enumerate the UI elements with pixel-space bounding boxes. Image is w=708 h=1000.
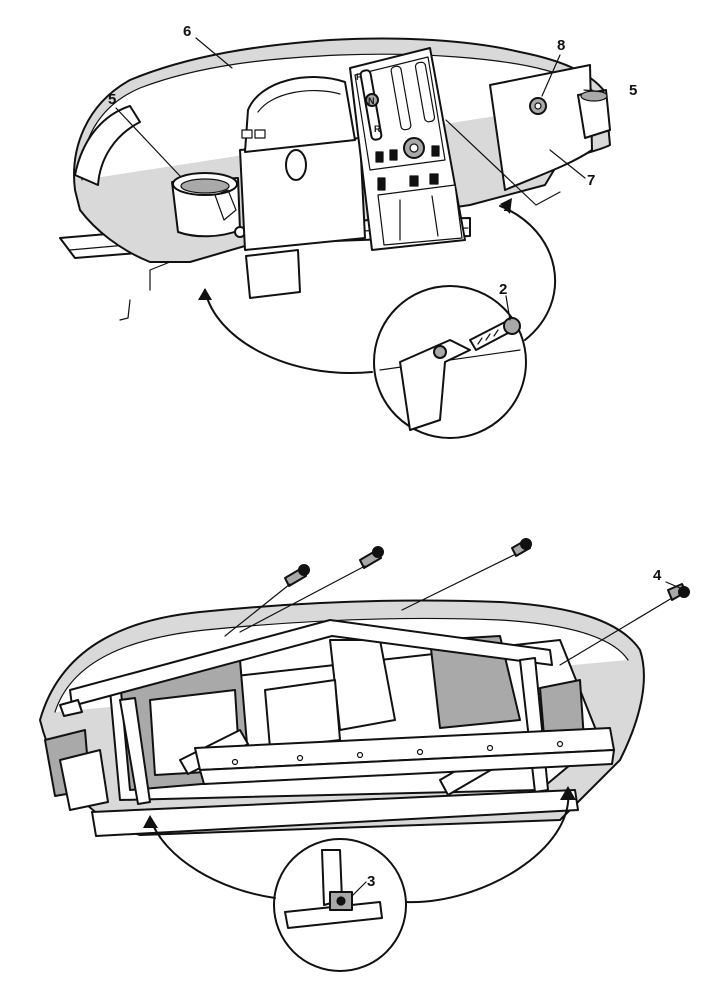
detail-arrow-right: [499, 205, 557, 341]
callout-3-leader: [351, 881, 367, 897]
cluster-indicator-1: [241, 129, 253, 139]
shifter-knob-icon: [365, 93, 379, 107]
shift-reverse-label: R: [374, 124, 381, 134]
switch-c: [431, 145, 440, 157]
underside-screw-2-icon: [359, 546, 384, 569]
slider-slot-1: [390, 65, 412, 131]
detail-arrow-right-head: [500, 198, 512, 214]
glove-box-door: [489, 64, 593, 191]
dash-left-cap: [74, 105, 141, 186]
cup-holder-right: [577, 89, 611, 139]
instrument-cluster: [239, 76, 366, 251]
cup-holder-left: [171, 172, 246, 238]
detail-arrow-bottom-right: [405, 789, 570, 904]
interior-box-right: [429, 635, 521, 729]
detail-3-nut-hole: [336, 896, 346, 906]
detail-2-hole: [433, 345, 447, 359]
cluster-indicator-2: [254, 129, 266, 139]
cross-beam-holes: [231, 740, 564, 766]
switch-d: [377, 177, 386, 191]
bottom-left-bracket: [59, 749, 109, 811]
leader-lines-top: [115, 37, 605, 321]
frame-leg-1: [119, 697, 151, 805]
detail-2-screw-icon: [469, 317, 521, 351]
callout-5-right: 5: [629, 82, 637, 99]
callout-5-left: 5: [108, 91, 116, 108]
callout-7: 7: [587, 172, 595, 189]
detail-view-2: [373, 285, 527, 439]
shift-neutral-label: N: [368, 96, 375, 106]
cross-beam-main-underside: [199, 749, 615, 785]
dash-front-assembly: F N R: [59, 37, 611, 321]
callout-1: 1: [503, 198, 511, 215]
detail-view-3: [273, 838, 407, 972]
callout-4: 4: [653, 567, 662, 584]
switch-b: [389, 149, 398, 161]
switch-f: [429, 173, 439, 185]
slider-slot-2: [414, 61, 436, 123]
dash-left-bracket: [119, 261, 171, 321]
detail-arrow-bottom-left-head: [143, 815, 158, 828]
screw-1-path: [224, 583, 291, 637]
cluster-hood-arc: [257, 89, 341, 113]
bottom-rail: [91, 789, 579, 837]
callout-4-leader: [665, 581, 681, 589]
callout-2: 2: [499, 281, 507, 298]
interior-box-center: [264, 679, 341, 749]
underside-screw-1-icon: [284, 564, 310, 587]
underside-screw-3-icon: [511, 538, 532, 557]
shift-forward-label: F: [356, 72, 362, 82]
key-switch-core: [409, 143, 419, 153]
switch-e: [409, 175, 419, 187]
callout-8: 8: [557, 37, 565, 54]
screw-2-path: [239, 565, 366, 633]
center-control-panel: F N R: [349, 47, 466, 251]
detail-arrow-bottom-left: [149, 817, 276, 899]
dash-underside-assembly: [39, 538, 690, 837]
detail-arrow-top-head: [198, 288, 212, 300]
control-panel-lower: [377, 184, 463, 246]
cluster-hood: [244, 76, 356, 153]
control-panel-lower-seams: [399, 195, 439, 241]
switch-a: [375, 151, 384, 163]
callout-6: 6: [183, 23, 191, 40]
callout-3: 3: [367, 873, 375, 890]
detail-2-bracket: [399, 339, 471, 431]
cluster-gauge-icon: [285, 149, 307, 181]
screw-4-path: [559, 597, 673, 666]
underside-screw-4-icon: [667, 583, 690, 601]
screw-3-path: [401, 553, 517, 611]
detail-arrow-top: [204, 289, 373, 374]
detail-arrow-bottom-right-head: [560, 786, 576, 800]
frame-tube-end-left: [59, 699, 83, 717]
rail-bracket: [245, 249, 301, 299]
